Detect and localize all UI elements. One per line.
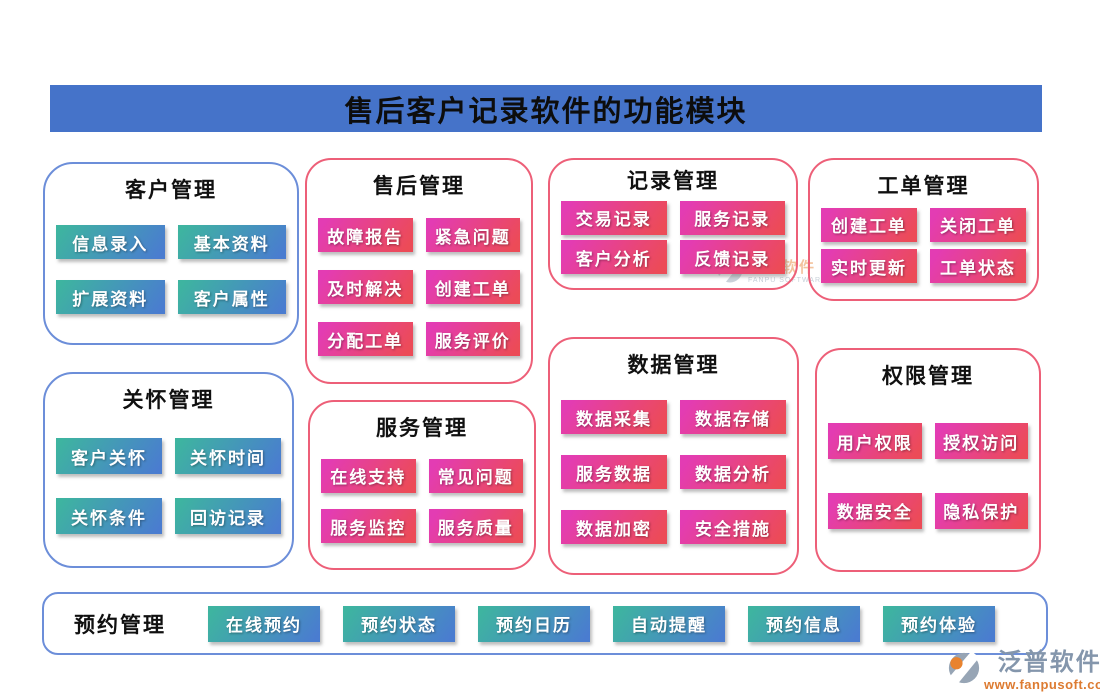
btn-customer-care[interactable]: 客户关怀 (56, 438, 162, 474)
button-grid: 故障报告 紧急问题 及时解决 创建工单 分配工单 服务评价 (307, 200, 531, 382)
module-title: 关怀管理 (122, 388, 215, 412)
btn-timely-resolve[interactable]: 及时解决 (318, 270, 413, 304)
btn-booking-experience[interactable]: 预约体验 (883, 605, 995, 642)
module-title: 售后管理 (373, 174, 465, 198)
btn-extended-info[interactable]: 扩展资料 (56, 280, 165, 314)
module-data-management: 数据管理 数据采集 数据存储 服务数据 数据分析 数据加密 安全措施 (548, 337, 799, 575)
button-grid: 在线支持 常见问题 服务监控 服务质量 (310, 442, 534, 568)
button-grid: 信息录入 基本资料 扩展资料 客户属性 (45, 204, 297, 343)
btn-data-analysis[interactable]: 数据分析 (680, 455, 786, 489)
btn-booking-info[interactable]: 预约信息 (748, 605, 860, 642)
btn-assign-workorder[interactable]: 分配工单 (318, 322, 413, 356)
module-title: 服务管理 (376, 416, 468, 440)
btn-online-support[interactable]: 在线支持 (321, 458, 416, 493)
btn-wo-realtime-update[interactable]: 实时更新 (821, 249, 917, 284)
button-grid: 用户权限 授权访问 数据安全 隐私保护 (817, 390, 1039, 570)
btn-service-monitoring[interactable]: 服务监控 (321, 509, 416, 544)
fanpu-logo: 泛普软件 www.fanpusoft.com (947, 651, 1100, 691)
btn-data-storage[interactable]: 数据存储 (680, 400, 786, 434)
btn-transaction-records[interactable]: 交易记录 (561, 200, 667, 235)
btn-authorized-access[interactable]: 授权访问 (934, 423, 1028, 460)
btn-wo-create[interactable]: 创建工单 (821, 207, 917, 242)
module-appointment-management: 预约管理 在线预约 预约状态 预约日历 自动提醒 预约信息 预约体验 (42, 592, 1048, 655)
module-title: 预约管理 (74, 612, 166, 637)
btn-revisit-records[interactable]: 回访记录 (175, 498, 281, 534)
module-aftersales-management: 售后管理 故障报告 紧急问题 及时解决 创建工单 分配工单 服务评价 (305, 158, 533, 384)
module-title: 数据管理 (627, 353, 720, 377)
btn-service-records[interactable]: 服务记录 (679, 200, 785, 235)
page-title: 售后客户记录软件的功能模块 (344, 95, 748, 128)
fanpu-logo-icon (948, 651, 980, 684)
btn-user-permissions[interactable]: 用户权限 (828, 423, 922, 460)
btn-customer-analysis[interactable]: 客户分析 (561, 240, 667, 275)
fanpu-brand-name: 泛普软件 (997, 650, 1100, 676)
btn-auto-reminder[interactable]: 自动提醒 (613, 605, 725, 642)
btn-service-data[interactable]: 服务数据 (561, 455, 667, 489)
btn-care-time[interactable]: 关怀时间 (175, 438, 281, 474)
btn-privacy-protection[interactable]: 隐私保护 (934, 492, 1028, 529)
btn-customer-attributes[interactable]: 客户属性 (177, 280, 286, 314)
btn-feedback-records[interactable]: 反馈记录 (679, 240, 785, 275)
button-row: 在线预约 预约状态 预约日历 自动提醒 预约信息 预约体验 (208, 605, 995, 642)
module-customer-management: 客户管理 信息录入 基本资料 扩展资料 客户属性 (43, 162, 299, 345)
btn-data-collection[interactable]: 数据采集 (561, 400, 667, 434)
btn-service-review[interactable]: 服务评价 (425, 322, 520, 356)
module-service-management: 服务管理 在线支持 常见问题 服务监控 服务质量 (308, 400, 536, 570)
title-banner: 售后客户记录软件的功能模块 (50, 85, 1042, 132)
btn-create-workorder[interactable]: 创建工单 (425, 270, 520, 304)
btn-data-security[interactable]: 数据安全 (828, 492, 922, 529)
btn-wo-status[interactable]: 工单状态 (930, 249, 1026, 284)
module-title: 工单管理 (877, 174, 970, 198)
module-title: 记录管理 (627, 169, 719, 193)
btn-care-conditions[interactable]: 关怀条件 (56, 498, 162, 534)
btn-service-quality[interactable]: 服务质量 (428, 509, 523, 544)
button-grid: 客户关怀 关怀时间 关怀条件 回访记录 (45, 414, 292, 566)
module-workorder-management: 工单管理 创建工单 关闭工单 实时更新 工单状态 (808, 158, 1039, 301)
module-title: 权限管理 (882, 364, 974, 388)
button-grid: 交易记录 服务记录 客户分析 反馈记录 (550, 195, 796, 288)
btn-online-booking[interactable]: 在线预约 (208, 605, 320, 642)
btn-wo-close[interactable]: 关闭工单 (930, 207, 1026, 242)
btn-faq[interactable]: 常见问题 (428, 458, 523, 493)
module-care-management: 关怀管理 客户关怀 关怀时间 关怀条件 回访记录 (43, 372, 294, 568)
btn-booking-calendar[interactable]: 预约日历 (478, 605, 590, 642)
module-record-management: 记录管理 交易记录 服务记录 客户分析 反馈记录 (548, 158, 798, 290)
button-grid: 数据采集 数据存储 服务数据 数据分析 数据加密 安全措施 (550, 379, 797, 573)
btn-urgent-issue[interactable]: 紧急问题 (425, 218, 520, 252)
btn-booking-status[interactable]: 预约状态 (343, 605, 455, 642)
fanpu-website-url: www.fanpusoft.com (984, 677, 1100, 692)
button-grid: 创建工单 关闭工单 实时更新 工单状态 (810, 200, 1037, 299)
btn-fault-report[interactable]: 故障报告 (318, 218, 413, 252)
btn-info-entry[interactable]: 信息录入 (56, 225, 165, 259)
btn-data-encryption[interactable]: 数据加密 (561, 510, 667, 544)
btn-security-measures[interactable]: 安全措施 (680, 510, 786, 544)
btn-basic-info[interactable]: 基本资料 (177, 225, 286, 259)
module-permission-management: 权限管理 用户权限 授权访问 数据安全 隐私保护 (815, 348, 1041, 572)
module-title: 客户管理 (125, 178, 217, 202)
